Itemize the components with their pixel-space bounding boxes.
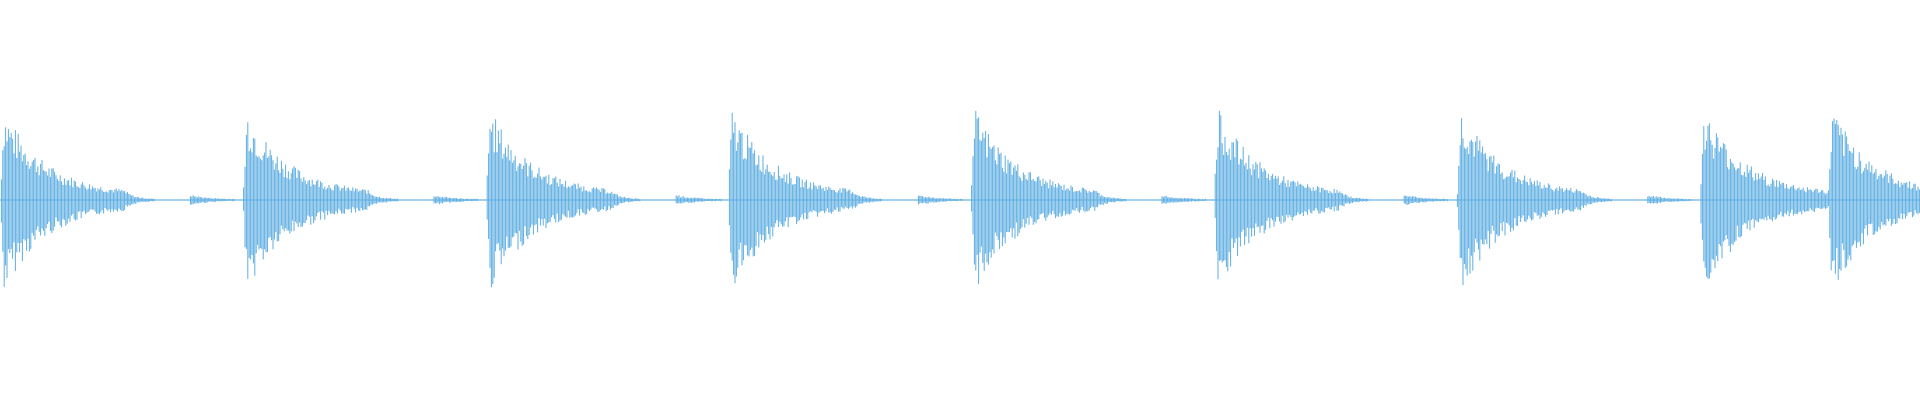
waveform-samples: [0, 110, 1920, 288]
